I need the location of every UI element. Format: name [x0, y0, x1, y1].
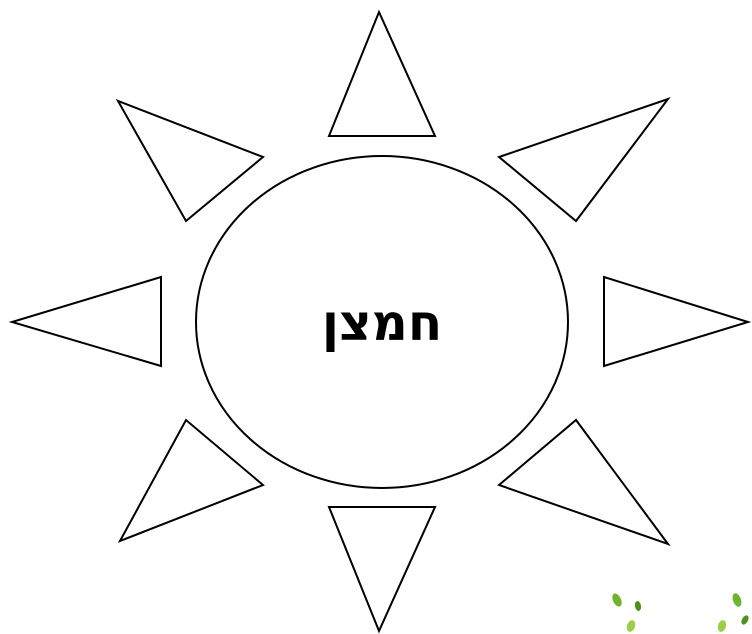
leaf-icon: [717, 619, 728, 633]
ray-bottom-right: [499, 420, 668, 544]
ray-left: [12, 277, 161, 366]
leaf-icon: [740, 614, 750, 626]
ray-right: [604, 277, 748, 366]
leaf-icon: [625, 619, 637, 633]
leaf-icon: [634, 601, 642, 612]
center-label: חמצן: [322, 294, 442, 352]
ray-top: [329, 12, 435, 136]
ray-top-left: [118, 101, 263, 221]
green-leaves-decoration: [610, 592, 750, 633]
leaf-icon: [731, 592, 743, 608]
ray-bottom: [329, 507, 435, 631]
ray-top-right: [499, 99, 668, 221]
leaf-icon: [610, 592, 623, 608]
ray-bottom-left: [120, 420, 263, 541]
